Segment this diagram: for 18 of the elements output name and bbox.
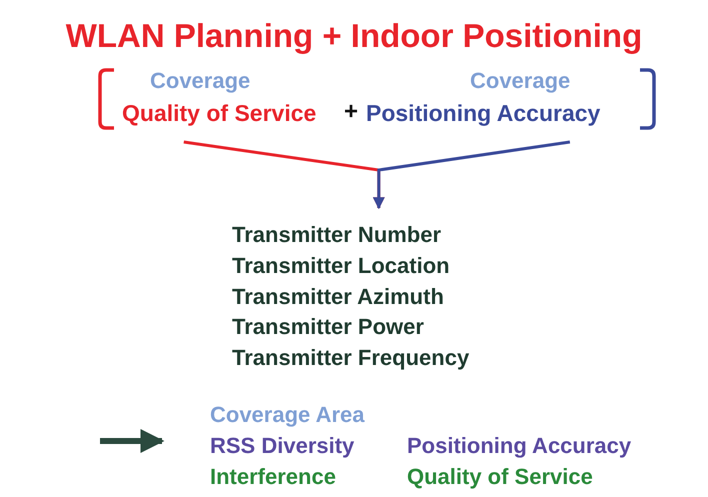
node-text: Positioning Accuracy bbox=[366, 102, 600, 125]
node-text: Transmitter Power bbox=[232, 316, 424, 338]
node-text: Coverage bbox=[150, 70, 250, 92]
node-text: Transmitter Number bbox=[232, 224, 442, 246]
node-text: Transmitter Azimuth bbox=[232, 286, 444, 308]
plus-sign: + bbox=[344, 100, 358, 124]
node-text: Transmitter Frequency bbox=[232, 347, 470, 369]
node-text: RSS Diversity bbox=[210, 435, 354, 457]
node-text: Coverage bbox=[470, 70, 570, 92]
node-text: Interference bbox=[210, 466, 336, 488]
arrow bbox=[372, 140, 570, 210]
node-text: Coverage Area bbox=[210, 404, 364, 426]
arrow bbox=[100, 429, 164, 453]
title: WLAN Planning + Indoor Positioning bbox=[64, 18, 644, 54]
node-text: Positioning Accuracy bbox=[407, 435, 632, 457]
node-text: Quality of Service bbox=[122, 102, 316, 125]
node-text: Quality of Service bbox=[407, 466, 593, 488]
node-text: Transmitter Location bbox=[232, 255, 450, 277]
